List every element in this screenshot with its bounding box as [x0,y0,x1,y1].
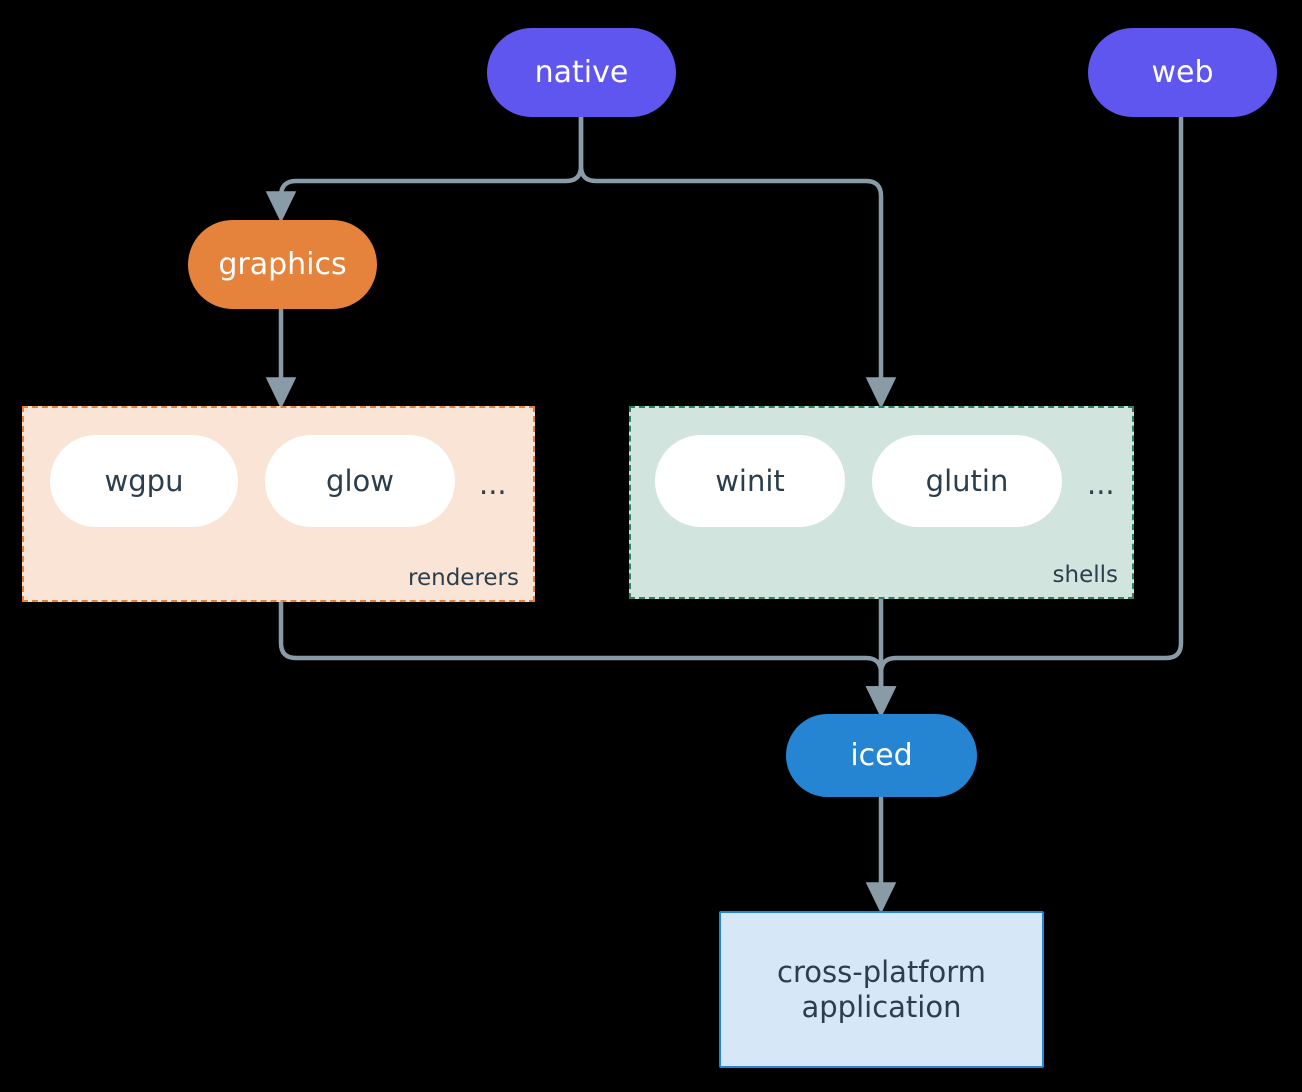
node-winit[interactable]: winit [655,435,845,527]
node-application-label: cross-platform application [777,955,986,1024]
edge-web-to-iced [865,114,1184,718]
node-graphics-label: graphics [218,246,347,282]
node-glow[interactable]: glow [265,435,455,527]
node-iced-label: iced [850,737,913,773]
edge-native-to-graphics [265,114,584,223]
node-glutin-label: glutin [925,464,1009,498]
edge-native-to-shells [578,114,897,409]
node-graphics[interactable]: graphics [188,220,377,309]
node-web-label: web [1151,54,1214,90]
node-winit-label: winit [715,464,785,498]
edge-renderers-to-iced [278,599,897,718]
node-wgpu-label: wgpu [104,464,184,498]
node-glow-label: glow [326,464,394,498]
node-web[interactable]: web [1088,28,1277,117]
node-glutin[interactable]: glutin [872,435,1062,527]
node-iced[interactable]: iced [786,714,977,797]
node-wgpu[interactable]: wgpu [50,435,238,527]
cluster-renderers-label: renderers [408,565,519,591]
cluster-shells-label: shells [1052,562,1118,588]
node-cross-platform-application[interactable]: cross-platform application [719,911,1044,1068]
renderers-ellipsis: ... [479,467,507,501]
node-native[interactable]: native [487,28,676,117]
shells-ellipsis: ... [1087,467,1115,501]
node-native-label: native [534,54,629,90]
